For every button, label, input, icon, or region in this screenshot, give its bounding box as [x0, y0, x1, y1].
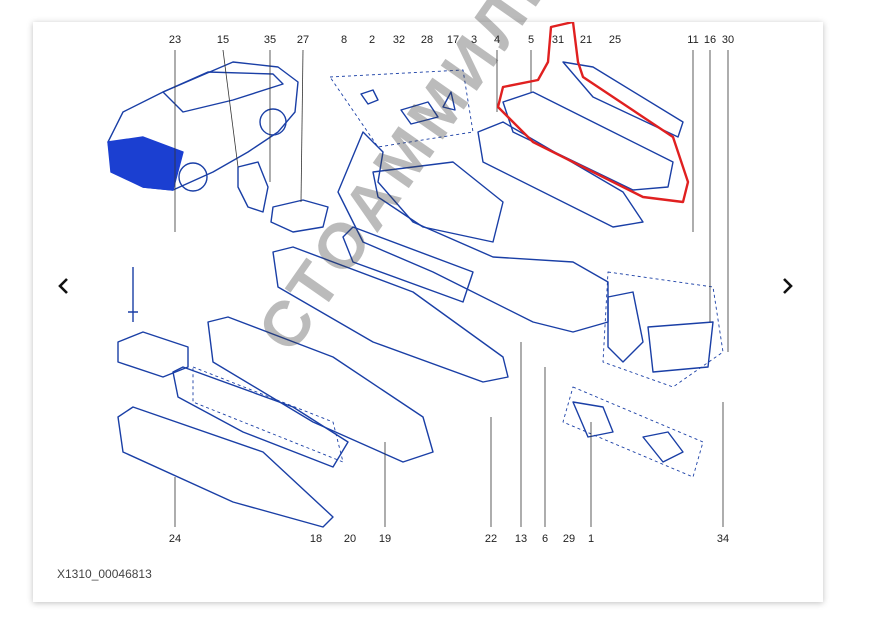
part-label: 2 — [368, 34, 376, 46]
part-label: 31 — [551, 34, 565, 46]
vehicle-outline — [107, 61, 299, 192]
part-label: 35 — [263, 34, 277, 46]
part-label: 19 — [378, 533, 392, 545]
part-label: 17 — [446, 34, 460, 46]
part-label: 18 — [309, 533, 323, 545]
part-label: 34 — [716, 533, 730, 545]
diagram-card: 23 15 35 27 8 2 32 28 17 3 4 5 31 21 25 … — [33, 0, 823, 602]
part-label: 22 — [484, 533, 498, 545]
diagram-caption: X1310_00046813 — [57, 567, 152, 581]
part-label: 24 — [168, 533, 182, 545]
part-label: 21 — [579, 34, 593, 46]
part-label: 3 — [470, 34, 478, 46]
part-label: 4 — [493, 34, 501, 46]
part-label: 30 — [721, 34, 735, 46]
part-label: 6 — [541, 533, 549, 545]
exploded-parts-diagram — [107, 22, 729, 528]
next-button[interactable] — [775, 274, 799, 298]
part-label: 25 — [608, 34, 622, 46]
part-label: 20 — [343, 533, 357, 545]
part-label: 13 — [514, 533, 528, 545]
chevron-left-icon — [58, 278, 68, 294]
part-label: 16 — [703, 34, 717, 46]
part-label: 32 — [392, 34, 406, 46]
prev-button[interactable] — [52, 274, 76, 298]
part-label: 15 — [216, 34, 230, 46]
part-label: 29 — [562, 533, 576, 545]
part-label: 5 — [527, 34, 535, 46]
highlight-outline — [496, 22, 690, 204]
part-label: 11 — [687, 34, 699, 46]
part-label: 27 — [296, 34, 310, 46]
part-label: 1 — [587, 533, 595, 545]
chevron-right-icon — [783, 278, 793, 294]
part-label: 23 — [168, 34, 182, 46]
part-label: 28 — [420, 34, 434, 46]
part-label: 8 — [340, 34, 348, 46]
